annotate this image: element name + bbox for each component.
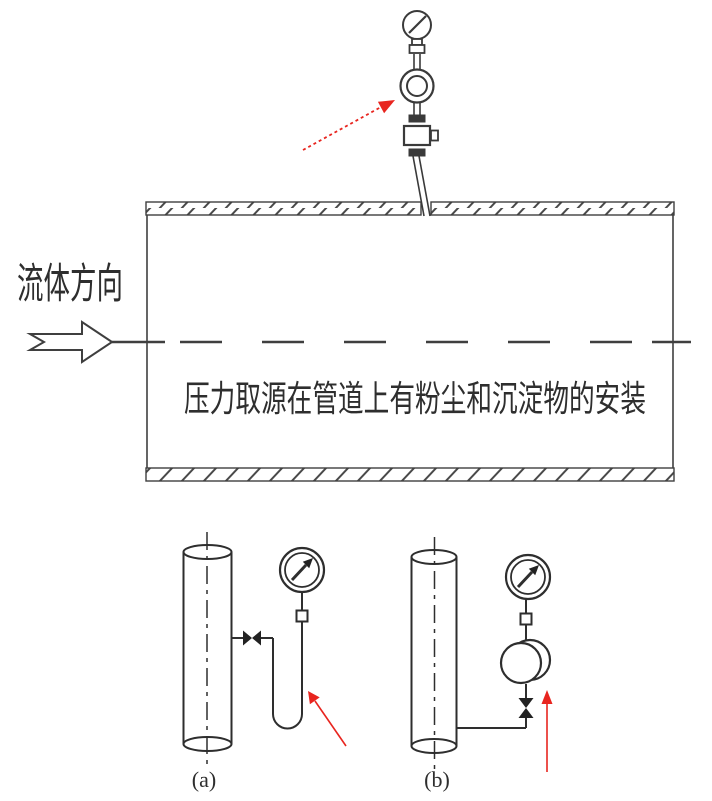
vertical-pipe-b [410,549,458,754]
valve-b-icon [518,698,534,718]
annotation-arrow-b [541,690,553,772]
fitting-upper [408,114,426,123]
u-trap-siphon [272,713,303,730]
fitting-lower [408,148,426,157]
flow-arrow-icon [26,320,114,364]
pressure-gauge-a-icon [278,546,326,594]
sub-diagram-a: (a) [182,532,326,792]
top-gauge-assembly [399,10,439,217]
fitting-b [519,612,533,626]
pressure-gauge-icon [402,10,432,54]
tap-line-a [231,592,303,730]
sub-diagram-b: (b) [410,537,552,792]
flow-direction-label: 流体方向 [17,262,123,308]
vertical-pipe-a [182,544,233,752]
pipe-top-wall-right [430,201,675,216]
tap-line-b [456,599,527,729]
sub-a-label: (a) [192,767,216,792]
pipe-bottom-wall [145,467,675,482]
sub-b-label: (b) [424,767,450,792]
main-pipe [112,201,691,482]
siphon-ring-b-icon [499,638,552,685]
flow-direction: 流体方向 [17,262,123,364]
shutoff-valve-icon [402,124,439,147]
valve-handle [430,129,439,142]
annotation-arrow-top [302,100,395,151]
valve-a-icon [243,630,261,646]
annotation-arrow-a [308,691,347,747]
gauge-b-needle [516,570,534,589]
gauge-a-needle [290,563,308,582]
figure-caption: 压力取源在管道上有粉尘和沉淀物的安装 [184,379,646,419]
pipe-top-wall-left [145,201,422,216]
gauge-needle [408,15,427,34]
siphon-ring-icon [399,68,435,104]
pressure-gauge-b-icon [504,553,552,601]
impulse-tube [412,54,431,217]
fitting-a [295,609,309,623]
